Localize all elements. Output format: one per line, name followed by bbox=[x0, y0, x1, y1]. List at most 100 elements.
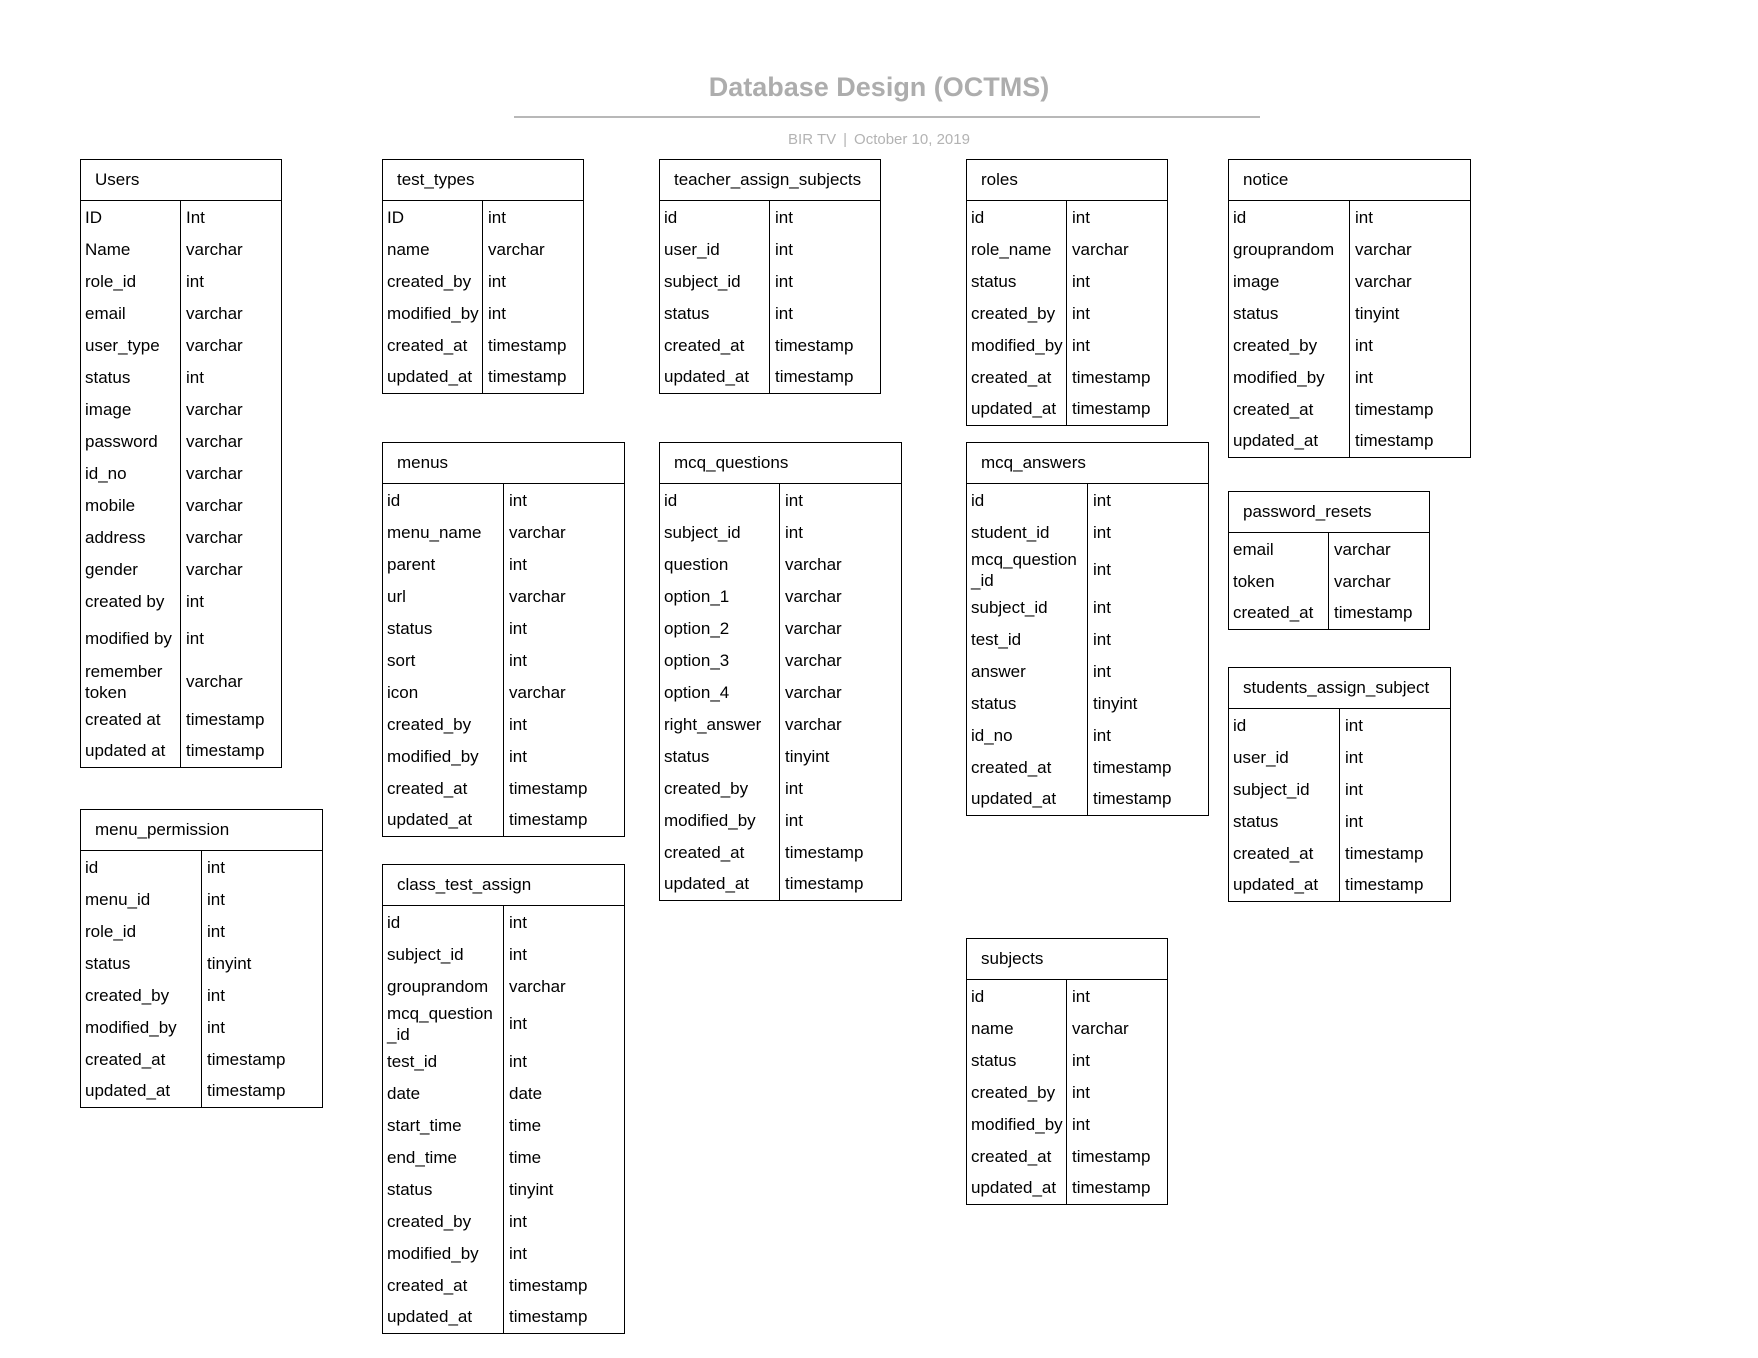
field-name: updated_at bbox=[383, 804, 504, 836]
field-name: status bbox=[1229, 805, 1340, 837]
field-type: int bbox=[1345, 779, 1363, 799]
field-name: updated at bbox=[81, 735, 181, 767]
field-type: int bbox=[785, 810, 803, 830]
field-type: int bbox=[488, 207, 506, 227]
field-row-created-by: created_by int bbox=[383, 265, 583, 297]
field-name: created_at bbox=[967, 751, 1088, 783]
field-name: created_at bbox=[967, 1140, 1067, 1172]
field-name: modified_by bbox=[383, 1237, 504, 1269]
field-type: varchar bbox=[186, 239, 243, 259]
field-type: varchar bbox=[785, 650, 842, 670]
field-name: created_by bbox=[660, 772, 780, 804]
table-header: subjects bbox=[967, 939, 1167, 980]
field-type: timestamp bbox=[785, 842, 864, 862]
field-name: image bbox=[1229, 265, 1350, 297]
field-type: timestamp bbox=[1334, 602, 1413, 622]
field-name: updated_at bbox=[383, 361, 483, 393]
field-type: int bbox=[1072, 1082, 1090, 1102]
field-name: grouprandom bbox=[1229, 233, 1350, 265]
table-header: students_assign_subject bbox=[1229, 668, 1450, 709]
field-type: int bbox=[186, 367, 204, 387]
field-name: subject_id bbox=[660, 516, 780, 548]
field-name: date bbox=[383, 1077, 504, 1109]
field-name: created_by bbox=[383, 265, 483, 297]
field-type: int bbox=[186, 629, 204, 648]
field-name: status bbox=[967, 265, 1067, 297]
field-type: varchar bbox=[785, 618, 842, 638]
field-name: created_at bbox=[1229, 393, 1350, 425]
field-name: updated_at bbox=[383, 1301, 504, 1333]
field-name: id bbox=[660, 484, 780, 516]
field-type: varchar bbox=[509, 586, 566, 606]
field-type: int bbox=[1355, 335, 1373, 355]
field-type: int bbox=[488, 271, 506, 291]
field-type: varchar bbox=[186, 399, 243, 419]
field-name: user_id bbox=[1229, 741, 1340, 773]
field-type: varchar bbox=[186, 303, 243, 323]
field-name: menu_id bbox=[81, 883, 202, 915]
field-name: option_3 bbox=[660, 644, 780, 676]
table-header: mcq_answers bbox=[967, 443, 1208, 484]
field-type: varchar bbox=[488, 239, 545, 259]
table-header: notice bbox=[1229, 160, 1470, 201]
field-type: varchar bbox=[785, 554, 842, 574]
field-name: subject_id bbox=[660, 265, 770, 297]
field-type: varchar bbox=[186, 431, 243, 451]
field-name: parent bbox=[383, 548, 504, 580]
field-type: timestamp bbox=[488, 366, 567, 386]
field-type: timestamp bbox=[1355, 399, 1434, 419]
field-type: time bbox=[509, 1115, 542, 1135]
field-type: tinyint bbox=[785, 746, 830, 766]
field-name: option_1 bbox=[660, 580, 780, 612]
field-type: int bbox=[1093, 725, 1111, 745]
field-name: created_at bbox=[81, 1043, 202, 1075]
field-name: subject_id bbox=[383, 938, 504, 970]
field-name: Name bbox=[81, 233, 181, 265]
